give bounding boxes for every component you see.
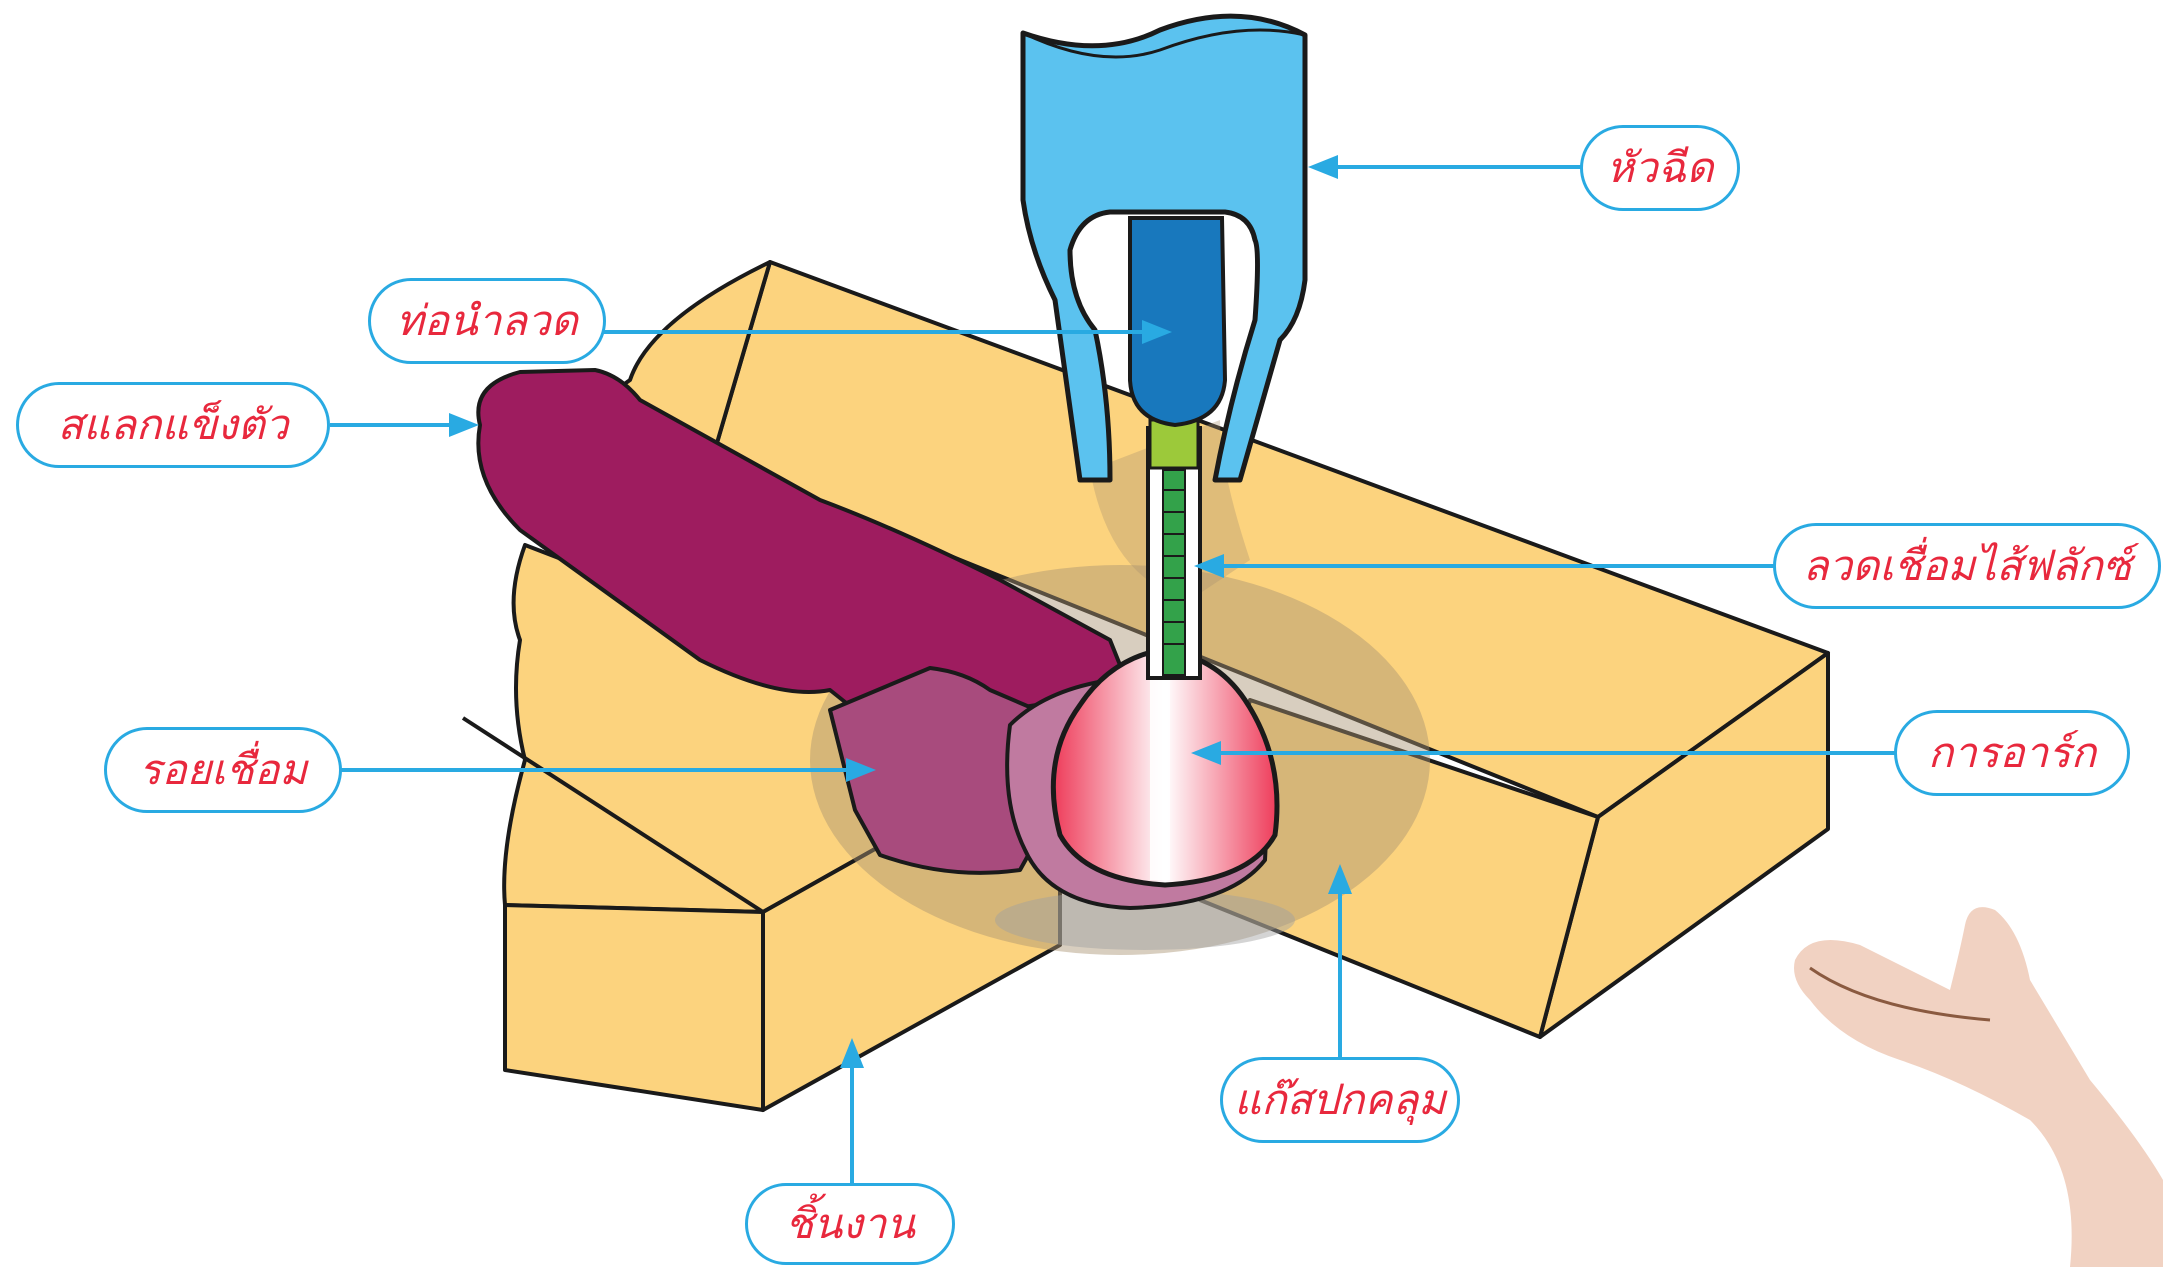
flux-cored-wire: [1148, 420, 1200, 678]
label-flux-cored-wire: ลวดเชื่อมไส้ฟลักซ์: [1773, 523, 2161, 609]
hand-illustration: [1794, 907, 2163, 1267]
label-solid-slag: สแลกแข็งตัว: [16, 382, 330, 468]
label-arc: การอาร์ก: [1894, 710, 2130, 796]
label-contact-tube: ท่อนำลวด: [368, 278, 606, 364]
label-weld-bead: รอยเชื่อม: [104, 727, 342, 813]
arc-core: [1150, 670, 1170, 880]
label-workpiece: ชิ้นงาน: [745, 1183, 955, 1265]
label-nozzle: หัวฉีด: [1580, 125, 1740, 211]
label-shielding-gas: แก๊สปกคลุม: [1220, 1057, 1460, 1143]
